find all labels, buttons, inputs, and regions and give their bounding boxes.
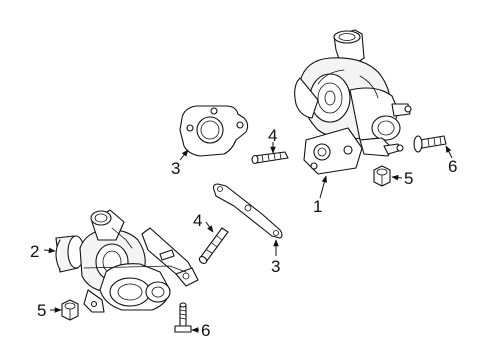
leader-3-upper	[179, 149, 189, 161]
bolt-right	[413, 135, 447, 153]
callout-3-upper: 3	[171, 159, 180, 178]
callout-6-right: 6	[448, 157, 457, 176]
callout-5-right: 5	[404, 169, 413, 188]
callout-2: 2	[30, 242, 39, 261]
callout-5-left: 5	[37, 301, 46, 320]
turbocharger-assembly-lower	[55, 209, 199, 313]
callout-6-left: 6	[201, 321, 210, 340]
leader-2	[43, 247, 56, 254]
stud-upper	[251, 151, 289, 165]
leader-6-right	[445, 145, 453, 159]
leader-5-right	[391, 174, 403, 181]
gasket-lower	[212, 183, 283, 239]
leader-1	[319, 175, 328, 199]
callout-3-lower: 3	[271, 257, 280, 276]
turbocharger-assembly-upper	[294, 29, 412, 175]
callout-4-lower: 4	[193, 211, 202, 230]
nut-left	[61, 299, 79, 321]
leader-4-lower	[205, 221, 214, 233]
callout-4-upper: 4	[268, 126, 277, 145]
nut-right	[373, 165, 391, 187]
stud-lower	[198, 227, 229, 264]
gasket-upper	[179, 105, 249, 157]
bolt-left	[174, 302, 192, 333]
callout-1: 1	[313, 197, 322, 216]
